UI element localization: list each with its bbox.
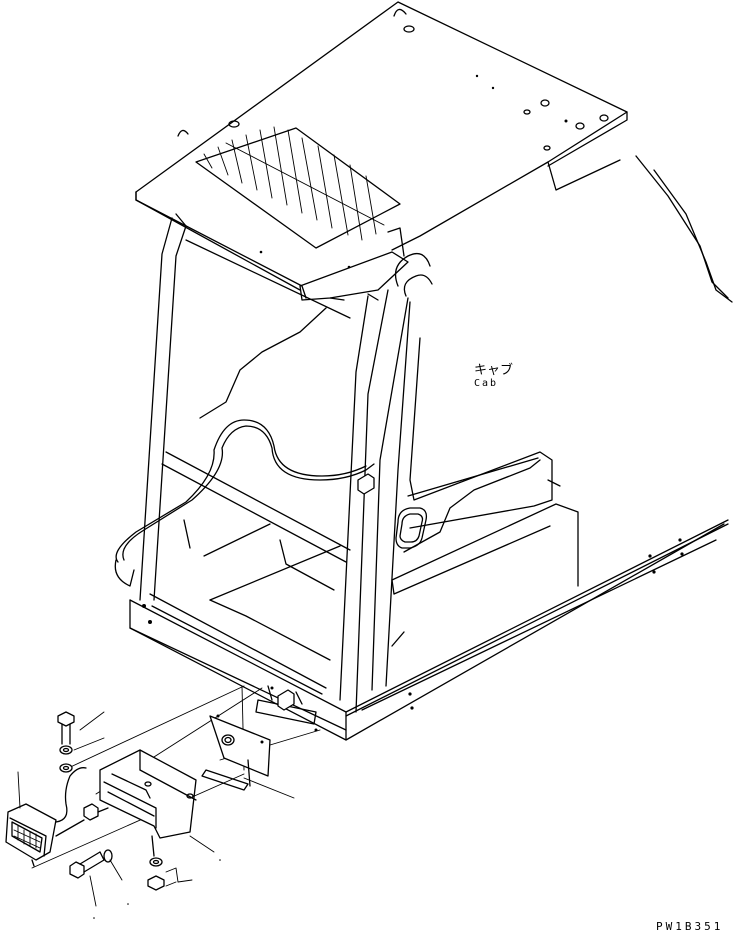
cab-body bbox=[114, 1, 733, 741]
drawing-code: PW1B351 bbox=[656, 920, 723, 933]
work-lamp-assembly bbox=[5, 685, 321, 919]
cab-label-en: Cab bbox=[474, 378, 498, 389]
cab-label-jp: キャブ bbox=[474, 362, 513, 378]
